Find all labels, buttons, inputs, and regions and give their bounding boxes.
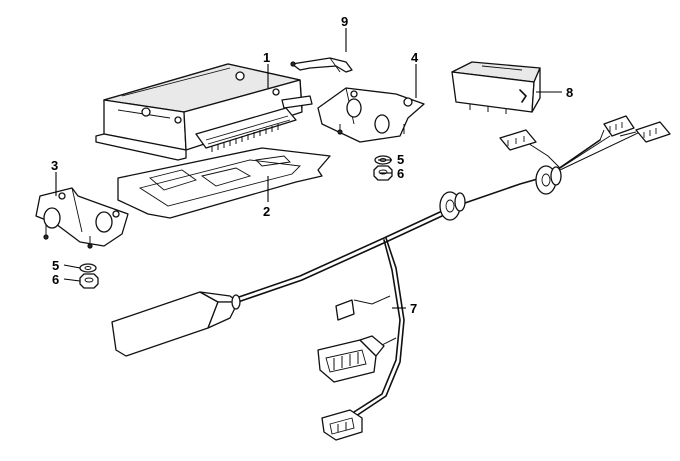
callout-6-left: 6 xyxy=(52,272,59,287)
callout-7: 7 xyxy=(410,301,417,316)
callout-8: 8 xyxy=(566,85,573,100)
mid-right-connector xyxy=(499,129,537,151)
callout-6-right: 6 xyxy=(397,166,404,181)
multipin-connector xyxy=(317,335,385,383)
clip-bracket xyxy=(290,57,353,73)
callout-5-right: 5 xyxy=(397,152,404,167)
bottom-connector xyxy=(321,409,363,441)
grommet-inner xyxy=(439,191,466,221)
callout-3: 3 xyxy=(51,158,58,173)
callout-labels: 1 2 3 4 5 5 6 6 7 8 9 xyxy=(51,14,573,316)
small-plug xyxy=(335,299,355,321)
callout-2: 2 xyxy=(263,204,270,219)
control-unit xyxy=(95,63,313,161)
relay-unit xyxy=(451,61,541,114)
bracket-left xyxy=(35,187,129,249)
nut-left xyxy=(79,273,99,289)
top-right-connectors xyxy=(599,115,671,143)
grommet-outer xyxy=(535,165,562,195)
callout-5-left: 5 xyxy=(52,258,59,273)
mounting-plate xyxy=(117,147,331,219)
callout-1: 1 xyxy=(263,50,270,65)
leader-lines xyxy=(55,28,562,309)
callout-4: 4 xyxy=(411,50,419,65)
callout-9: 9 xyxy=(341,14,348,29)
connector-pins xyxy=(211,124,279,152)
washer-left xyxy=(79,263,97,273)
main-connector xyxy=(111,291,241,357)
bracket-right xyxy=(317,87,425,143)
